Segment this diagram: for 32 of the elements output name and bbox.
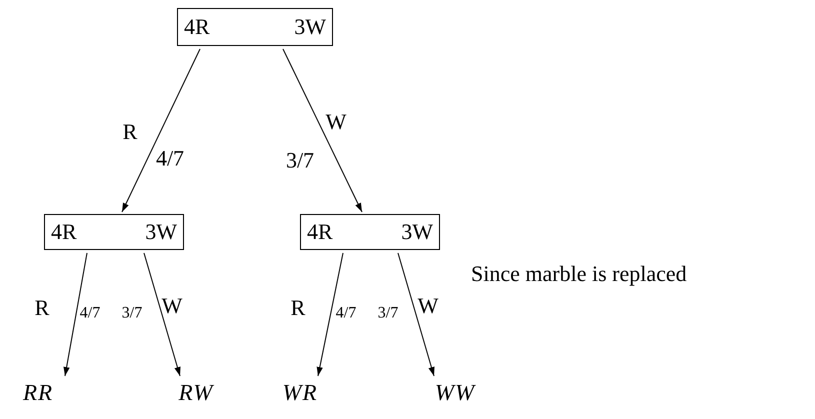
box-text: 3W	[294, 16, 326, 38]
edge-label: W	[162, 295, 182, 317]
box-text: 4R	[184, 16, 210, 38]
edge-label: R	[34, 297, 50, 319]
box-text: 4R	[51, 221, 77, 243]
edge-label: W	[418, 295, 438, 317]
urn-box	[177, 8, 333, 46]
urn-box	[44, 214, 184, 250]
edge-label: R	[290, 297, 306, 319]
outcome-label: RR	[8, 378, 68, 408]
edge-label: R	[122, 121, 138, 143]
fraction-label: 3/7	[286, 148, 314, 172]
fraction-label: 3/7	[122, 306, 142, 322]
box-text: 3W	[401, 221, 433, 243]
arrow	[316, 252, 344, 376]
fraction-label: 4/7	[336, 306, 356, 322]
edge-label: W	[326, 111, 346, 133]
note-text: Since marble is replaced	[471, 263, 687, 285]
fraction-label: 4/7	[80, 306, 100, 322]
fraction-label: 3/7	[378, 306, 398, 322]
arrow	[398, 252, 434, 376]
outcome-label: WR	[268, 378, 332, 408]
box-text: 3W	[145, 221, 177, 243]
arrow	[144, 252, 180, 376]
box-text: 4R	[307, 221, 333, 243]
urn-box	[300, 214, 440, 250]
arrow	[282, 48, 362, 212]
outcome-label: WW	[420, 378, 490, 408]
outcome-label: RW	[165, 378, 227, 408]
arrow	[122, 48, 200, 212]
arrow	[63, 252, 88, 376]
fraction-label: 4/7	[156, 146, 184, 170]
